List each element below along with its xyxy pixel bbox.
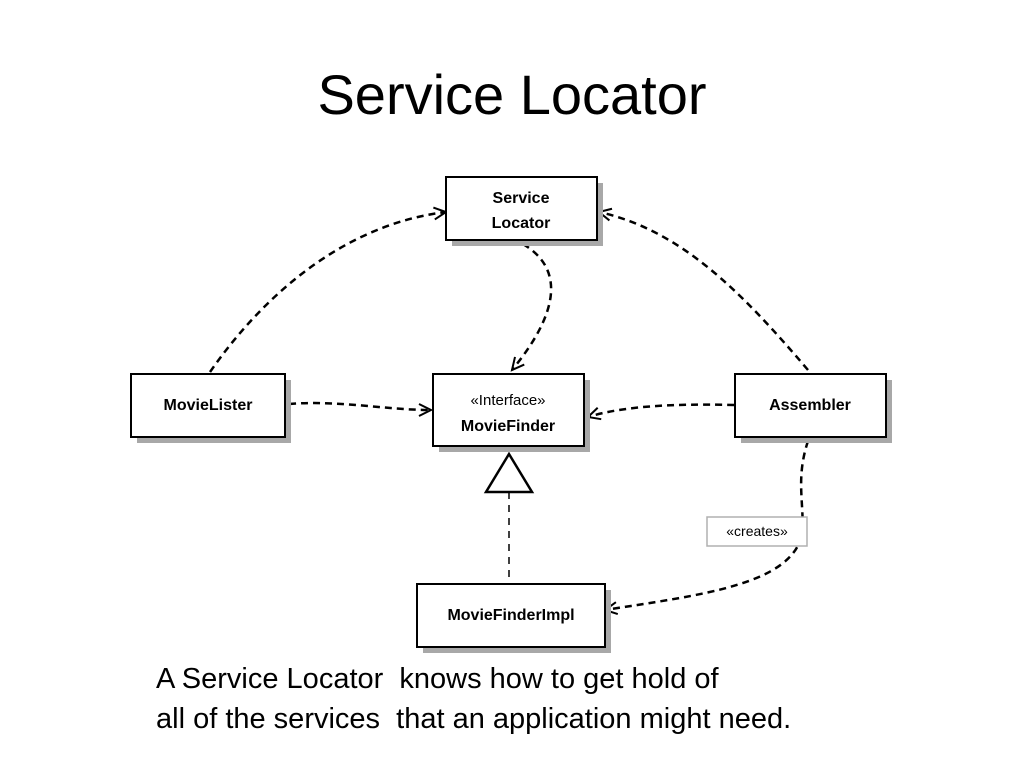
movie-finder-impl-label: MovieFinderImpl [447,607,574,624]
assembler-label: Assembler [769,397,851,414]
movie-finder-label: MovieFinder [461,418,555,435]
creates-label: «creates» [726,523,788,539]
movie-lister-label: MovieLister [164,397,253,414]
movie-finder-stereotype: «Interface» [470,392,545,409]
caption: A Service Locator knows how to get hold … [156,659,976,739]
slide-title: Service Locator [317,63,707,126]
realization-triangle [483,451,535,494]
caption-line2: all of the services that an application … [156,703,792,735]
assembler-box: Assembler [734,373,892,443]
creates-label-box: «creates» [706,516,808,547]
movie-finder-box: «Interface» MovieFinder [432,373,590,452]
dependency-assembler-creates-impl [602,440,810,616]
service-locator-line1: Service [493,190,550,207]
dependency-assembler-to-locator [596,207,809,371]
movie-lister-box: MovieLister [130,373,291,443]
service-locator-line2: Locator [492,215,551,232]
service-locator-box: Service Locator [445,176,603,246]
dependency-lister-to-locator [208,206,449,373]
caption-line1: A Service Locator knows how to get hold … [156,663,719,695]
dependency-assembler-to-finder [585,403,735,421]
dependency-locator-to-finder [510,242,553,372]
movie-finder-impl-box: MovieFinderImpl [416,583,611,653]
dependency-lister-to-finder [288,401,434,417]
